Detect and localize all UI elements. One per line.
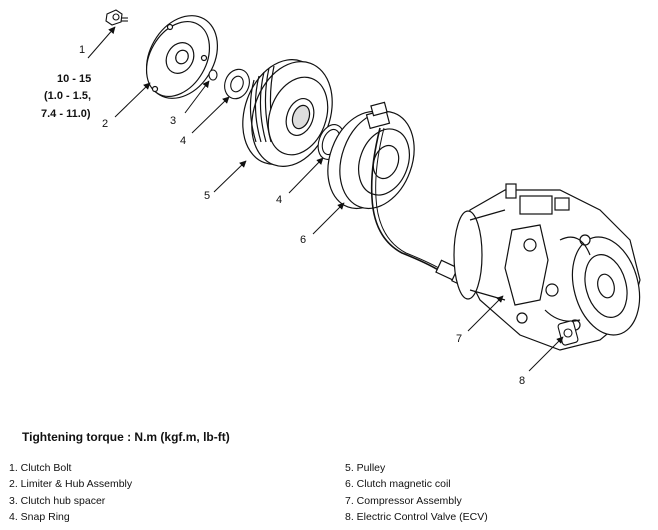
callout-1: 1	[79, 44, 85, 56]
legend-item-pulley: 5. Pulley	[345, 462, 386, 474]
leader-arrow-4a	[191, 96, 230, 134]
compressor-assembly-part	[453, 183, 641, 351]
leader-arrow-2	[114, 82, 151, 118]
limiter-hub-assembly-part	[145, 15, 218, 99]
leader-arrow-8	[528, 336, 564, 372]
leader-arrow-6	[312, 202, 345, 235]
tightening-torque-heading: Tightening torque : N.m (kgf.m, lb-ft)	[22, 430, 230, 444]
snap-ring-upper-part	[224, 68, 250, 100]
parts-legend-right: 5. Pulley 6. Clutch magnetic coil 7. Com…	[345, 460, 488, 525]
clutch-bolt-part	[105, 9, 128, 26]
exploded-view-diagram: 1 10 - 15 (1.0 - 1.5, 7.4 - 11.0) 2 3 4 …	[41, 9, 641, 387]
legend-item-clutch-magnetic-coil: 6. Clutch magnetic coil	[345, 478, 451, 491]
torque-value: 10 - 15	[57, 73, 91, 85]
legend-item-clutch-bolt: 1. Clutch Bolt	[9, 462, 72, 474]
callout-6: 6	[300, 234, 306, 246]
legend-item-snap-ring: 4. Snap Ring	[9, 510, 70, 523]
clutch-magnetic-coil-part	[327, 101, 465, 285]
torque-alt-line2: 7.4 - 11.0)	[41, 108, 91, 120]
callout-4b: 4	[276, 194, 282, 206]
legend-item-compressor-assembly: 7. Compressor Assembly	[345, 494, 462, 507]
leader-arrow-4b	[288, 157, 324, 194]
leader-arrow-7	[467, 295, 504, 332]
callout-5: 5	[204, 190, 210, 202]
leader-arrow-5	[213, 160, 247, 193]
callout-4a: 4	[180, 135, 186, 147]
callout-2: 2	[102, 118, 108, 130]
leader-arrow-1	[87, 26, 116, 59]
legend-item-limiter-hub: 2. Limiter & Hub Assembly	[9, 478, 133, 491]
clutch-hub-spacer-part	[208, 69, 218, 81]
callout-3: 3	[170, 115, 176, 127]
callout-7: 7	[456, 333, 462, 345]
parts-legend-left: 1. Clutch Bolt 2. Limiter & Hub Assembly…	[9, 460, 132, 525]
leader-arrow-3	[184, 80, 210, 114]
legend-item-clutch-hub-spacer: 3. Clutch hub spacer	[9, 494, 106, 507]
leader-arrows	[87, 26, 564, 372]
callout-8: 8	[519, 375, 525, 387]
pulley-part	[242, 59, 333, 167]
legend-item-ecv: 8. Electric Control Valve (ECV)	[345, 510, 488, 523]
torque-alt-line1: (1.0 - 1.5,	[44, 90, 91, 102]
